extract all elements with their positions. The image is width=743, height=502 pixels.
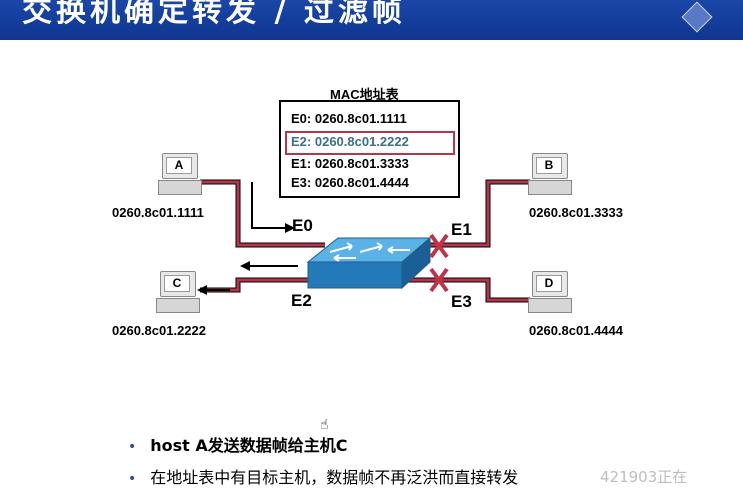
host-a-label: A — [166, 157, 192, 174]
mac-row-highlighted: E2: 0260.8c01.2222 — [291, 134, 409, 149]
bullet-item: • 在地址表中有目标主机，数据帧不再泛洪而直接转发 — [128, 464, 518, 488]
bullet-dot-icon: • — [128, 471, 137, 487]
mac-address-table: E0: 0260.8c01.1111 E2: 0260.8c01.2222 E1… — [279, 100, 460, 198]
host-b-computer-icon: B — [528, 153, 572, 195]
slide-title-bar: 交换机确定转发 / 过滤帧 — [0, 0, 743, 40]
mac-row: E1: 0260.8c01.3333 — [291, 156, 409, 171]
blocked-e1-icon — [429, 233, 449, 259]
host-d-label: D — [536, 275, 562, 292]
mac-row-port: E2: — [291, 134, 312, 149]
mac-table-title: MAC地址表 — [330, 87, 399, 102]
host-c-computer-icon: C — [156, 271, 200, 313]
blocked-e3-icon — [429, 267, 449, 293]
host-a-computer-icon: A — [158, 153, 202, 195]
slide-title: 交换机确定转发 / 过滤帧 — [22, 0, 406, 29]
mac-row: E3: 0260.8c01.4444 — [291, 175, 409, 190]
port-e3-label: E3 — [451, 292, 472, 311]
mac-row: E0: 0260.8c01.1111 — [291, 111, 407, 126]
bullet-item: • host A发送数据帧给主机C — [128, 432, 348, 456]
port-e1-label: E1 — [451, 220, 472, 239]
host-d-mac: 0260.8c01.4444 — [529, 323, 623, 338]
host-a-mac: 0260.8c01.1111 — [112, 205, 204, 220]
frame-arrow-a-e0 — [251, 182, 285, 229]
port-e2-label: E2 — [291, 291, 312, 310]
bullet-text: host A发送数据帧给主机C — [150, 436, 348, 455]
mac-row-port: E3: — [291, 175, 312, 190]
watermark: 421903正在 — [600, 468, 688, 486]
bullet-dot-icon: • — [128, 439, 137, 455]
highlight-box — [285, 131, 455, 155]
mac-row-port: E0: — [291, 111, 312, 126]
host-b-mac: 0260.8c01.3333 — [529, 205, 623, 220]
host-d-computer-icon: D — [528, 271, 572, 313]
switch-icon — [306, 236, 432, 290]
host-c-label: C — [164, 275, 190, 292]
port-e0-label: E0 — [292, 216, 313, 235]
mac-row-port: E1: — [291, 156, 312, 171]
mac-row-address: 0260.8c01.2222 — [314, 134, 409, 149]
hand-cursor-icon: ☝ — [320, 417, 329, 433]
bullet-text: 在地址表中有目标主机，数据帧不再泛洪而直接转发 — [150, 468, 519, 487]
mac-row-address: 0260.8c01.3333 — [314, 156, 409, 171]
mac-row-address: 0260.8c01.4444 — [314, 175, 409, 190]
host-b-label: B — [536, 157, 562, 174]
mac-row-address: 0260.8c01.1111 — [314, 111, 407, 126]
host-c-mac: 0260.8c01.2222 — [112, 323, 206, 338]
